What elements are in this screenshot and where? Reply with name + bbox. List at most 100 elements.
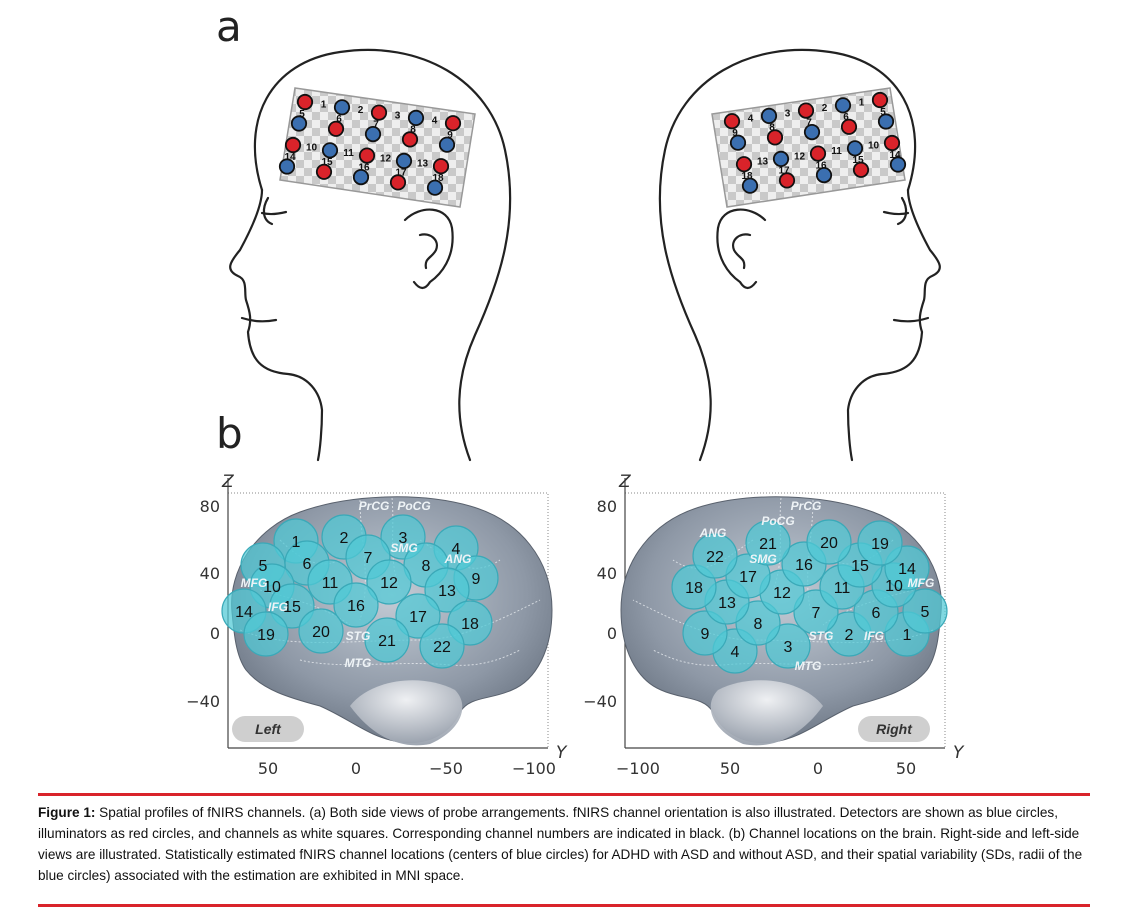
detector-right-3 bbox=[762, 109, 776, 123]
panel-label-b: b bbox=[216, 413, 243, 455]
probe-left-channel-number: 12 bbox=[380, 153, 392, 164]
brain-right-channel-label: 20 bbox=[820, 535, 838, 552]
brain-left-channel-label: 8 bbox=[422, 558, 431, 575]
detector-left-1 bbox=[335, 100, 349, 114]
brain-right-region-label: MTG bbox=[795, 659, 822, 673]
probe-right-channel-number: 2 bbox=[822, 103, 828, 114]
probe-right-channel-number: 6 bbox=[843, 112, 849, 123]
brain-right-y-tick: 50 bbox=[720, 759, 740, 778]
brain-right-channel-label: 21 bbox=[759, 536, 777, 553]
brain-right-region-label: MFG bbox=[908, 576, 935, 590]
brain-right-region-label: PoCG bbox=[761, 514, 794, 528]
brain-right-y-axis-label: Y bbox=[953, 743, 965, 763]
probe-right-channel-number: 15 bbox=[852, 155, 864, 166]
brain-left-side-label: Left bbox=[255, 721, 282, 737]
brain-left-region-label: PrCG bbox=[359, 499, 390, 513]
brain-left-region-label: IFG bbox=[268, 600, 288, 614]
brain-left-y-tick: 50 bbox=[258, 759, 278, 778]
brain-left-z-axis-label: Z bbox=[221, 472, 234, 492]
brain-right-channel-label: 2 bbox=[845, 627, 854, 644]
brain-right-channel-label: 8 bbox=[754, 616, 763, 633]
probe-right-channel-number: 9 bbox=[732, 128, 738, 139]
probe-left-channel-number: 5 bbox=[299, 109, 305, 120]
detector-right-1 bbox=[836, 98, 850, 112]
brain-right-region-label: ANG bbox=[699, 526, 727, 540]
probe-left-channel-number: 7 bbox=[373, 119, 379, 130]
probe-left-channel-number: 6 bbox=[336, 114, 342, 125]
brain-left-channel-label: 18 bbox=[461, 616, 479, 633]
illuminator-right-4 bbox=[725, 114, 739, 128]
brain-right-channel-label: 6 bbox=[872, 605, 881, 622]
brain-left-channel-label: 19 bbox=[257, 627, 275, 644]
illuminator-left-10 bbox=[286, 138, 300, 152]
brain-left-channel-label: 17 bbox=[409, 609, 427, 626]
brain-right-channel-label: 4 bbox=[731, 644, 740, 661]
illuminator-left-4 bbox=[446, 116, 460, 130]
probe-right-channel-number: 7 bbox=[806, 117, 812, 128]
probe-right-channel-number: 1 bbox=[859, 98, 865, 109]
illuminator-left-14 bbox=[434, 159, 448, 173]
brain-right-channel-label: 1 bbox=[903, 627, 912, 644]
brain-left-channel-label: 14 bbox=[235, 604, 253, 621]
brain-left-y-ticks: 50 0 −50 −100 bbox=[258, 759, 556, 778]
brain-right-channel-label: 18 bbox=[685, 580, 703, 597]
brain-left-channel-label: 11 bbox=[322, 575, 339, 592]
brain-left-channel-label: 21 bbox=[378, 633, 396, 650]
probe-left-channel-number: 11 bbox=[343, 148, 354, 159]
probe-left-channel-number: 13 bbox=[417, 159, 429, 170]
illuminator-right-0 bbox=[873, 93, 887, 107]
brain-right-channel-label: 22 bbox=[706, 549, 724, 566]
caption-text: Spatial profiles of fNIRS channels. (a) … bbox=[38, 805, 1082, 883]
caption-label: Figure 1: bbox=[38, 805, 95, 820]
brain-right-z-ticks: 80 40 0 −40 bbox=[583, 497, 617, 711]
brain-left-channel-label: 22 bbox=[433, 639, 451, 656]
brain-right-channel-label: 10 bbox=[885, 578, 903, 595]
detector-right-13 bbox=[774, 152, 788, 166]
illuminator-right-12 bbox=[811, 146, 825, 160]
probe-left-channel-number: 8 bbox=[410, 125, 416, 136]
brain-left-channel-label: 12 bbox=[380, 575, 398, 592]
probe-right-channel-number: 14 bbox=[889, 150, 901, 161]
probe-right-channel-number: 10 bbox=[868, 141, 880, 152]
brain-left-region-label: PoCG bbox=[397, 499, 430, 513]
probe-left-channel-number: 3 bbox=[395, 110, 401, 121]
brain-left-z-tick: −40 bbox=[186, 692, 220, 711]
probe-right-channel-number: 5 bbox=[880, 107, 886, 118]
brain-right-channel-label: 16 bbox=[795, 557, 813, 574]
probe-right-channel-number: 11 bbox=[831, 146, 842, 157]
brain-left-y-tick: −100 bbox=[512, 759, 556, 778]
brain-left-y-tick: 0 bbox=[351, 759, 361, 778]
brain-right-channel-label: 12 bbox=[773, 585, 791, 602]
brain-right-z-tick: −40 bbox=[583, 692, 617, 711]
brain-left-y-tick: −50 bbox=[429, 759, 463, 778]
brain-right-z-tick: 0 bbox=[607, 624, 617, 643]
caption-rule-top bbox=[38, 793, 1090, 796]
brain-left-channel-label: 20 bbox=[312, 624, 330, 641]
brain-right-z-tick: 40 bbox=[597, 564, 617, 583]
brain-right-z-tick: 80 bbox=[597, 497, 617, 516]
probe-right-channel-number: 13 bbox=[757, 157, 769, 168]
brain-right-channel-label: 7 bbox=[812, 605, 821, 622]
detector-left-3 bbox=[409, 111, 423, 125]
brain-right-y-tick: 50 bbox=[896, 759, 916, 778]
brain-right-z-axis-label: Z bbox=[618, 472, 631, 492]
brain-left-channel-label: 13 bbox=[438, 583, 456, 600]
brain-left-y-axis-label: Y bbox=[556, 743, 568, 763]
brain-left-region-label: MTG bbox=[345, 656, 372, 670]
brain-right-region-label: IFG bbox=[864, 629, 884, 643]
probe-right-channel-number: 17 bbox=[778, 166, 790, 177]
brain-left-channel-label: 9 bbox=[472, 571, 481, 588]
brain-right-region-label: SMG bbox=[749, 552, 776, 566]
figure: a b bbox=[0, 0, 1128, 800]
probe-left-channel-number: 17 bbox=[395, 168, 407, 179]
probe-left-channel-number: 2 bbox=[358, 105, 364, 116]
brain-left-channel-label: 2 bbox=[340, 530, 349, 547]
probe-right-channel-number: 16 bbox=[815, 160, 827, 171]
illuminator-right-14 bbox=[737, 157, 751, 171]
probe-left-channel-number: 15 bbox=[321, 157, 333, 168]
detector-left-11 bbox=[323, 143, 337, 157]
illuminator-left-2 bbox=[372, 105, 386, 119]
brain-left-region-label: MFG bbox=[241, 576, 268, 590]
